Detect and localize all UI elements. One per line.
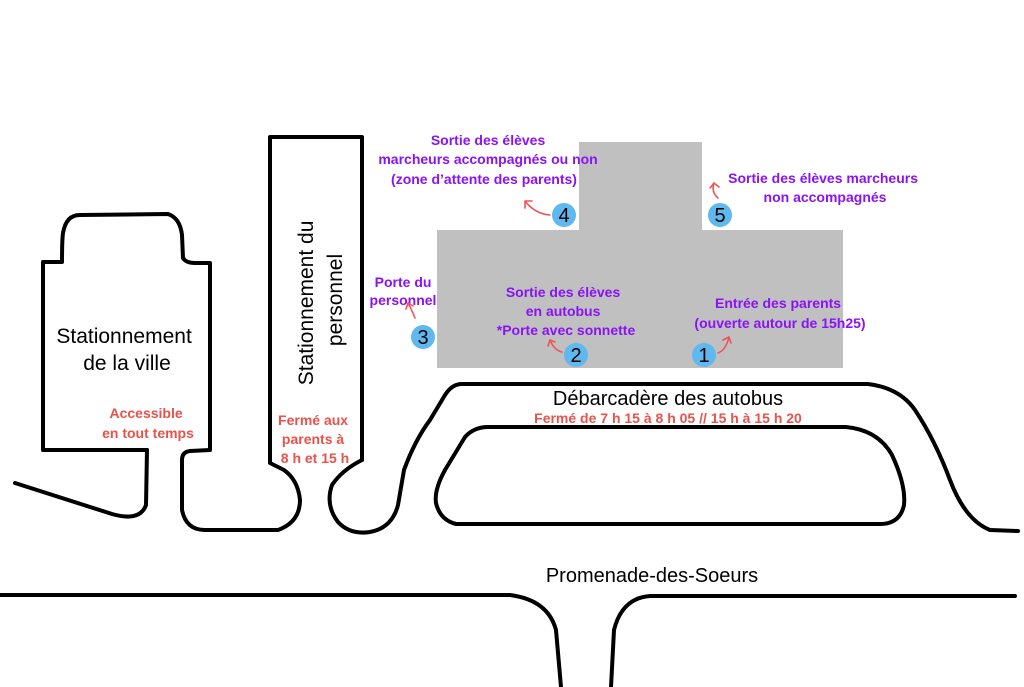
staff-parking-note: Fermé aux parents à 8 h et 15 h (278, 412, 352, 466)
city-parking-title: Stationnement de la ville (56, 325, 197, 375)
school-building (437, 142, 843, 368)
street-name: Promenade-des-Soeurs (546, 565, 758, 587)
svg-text:5: 5 (714, 205, 725, 227)
door-1-label: Entrée des parents (ouverte autour de 15… (694, 295, 865, 331)
bus-loop-title: Débarcadère des autobus (553, 388, 783, 410)
street-lower-left-edge (0, 593, 563, 687)
door-marker-2[interactable]: 2 (564, 343, 588, 367)
svg-text:4: 4 (558, 205, 569, 227)
svg-text:2: 2 (570, 345, 581, 367)
city-parking-outline (41, 135, 364, 532)
arrow-icons (405, 182, 732, 354)
street-lower-right-edge (609, 594, 1017, 687)
city-parking-note: Accessible en tout temps (102, 405, 194, 441)
arrow-icon-door-1 (717, 336, 732, 354)
door-marker-4[interactable]: 4 (552, 203, 576, 227)
door-marker-1[interactable]: 1 (692, 343, 716, 367)
svg-text:3: 3 (417, 327, 428, 349)
arrow-icon-door-4 (524, 200, 551, 216)
arrow-icon-door-2 (547, 339, 563, 353)
bus-loop-note: Fermé de 7 h 15 à 8 h 05 // 15 h à 15 h … (534, 410, 802, 426)
bus-loop-outer (327, 382, 1020, 535)
staff-parking-title: Stationnement du personnel (295, 215, 347, 385)
arrow-icon-door-3 (405, 302, 416, 319)
door-5-label: Sortie des élèves marcheurs non accompag… (728, 170, 922, 205)
bus-loop-island (433, 425, 907, 526)
left-road-edge (13, 448, 149, 519)
door-marker-5[interactable]: 5 (708, 203, 732, 227)
door-marker-3[interactable]: 3 (411, 325, 435, 349)
door-2-label: Sortie des élèves en autobus *Porte avec… (497, 284, 636, 338)
svg-text:1: 1 (698, 345, 709, 367)
door-4-label: Sortie des élèves marcheurs accompagnés … (378, 132, 601, 187)
arrow-icon-door-5 (709, 182, 720, 199)
door-3-label: Porte du personnel (370, 274, 437, 308)
